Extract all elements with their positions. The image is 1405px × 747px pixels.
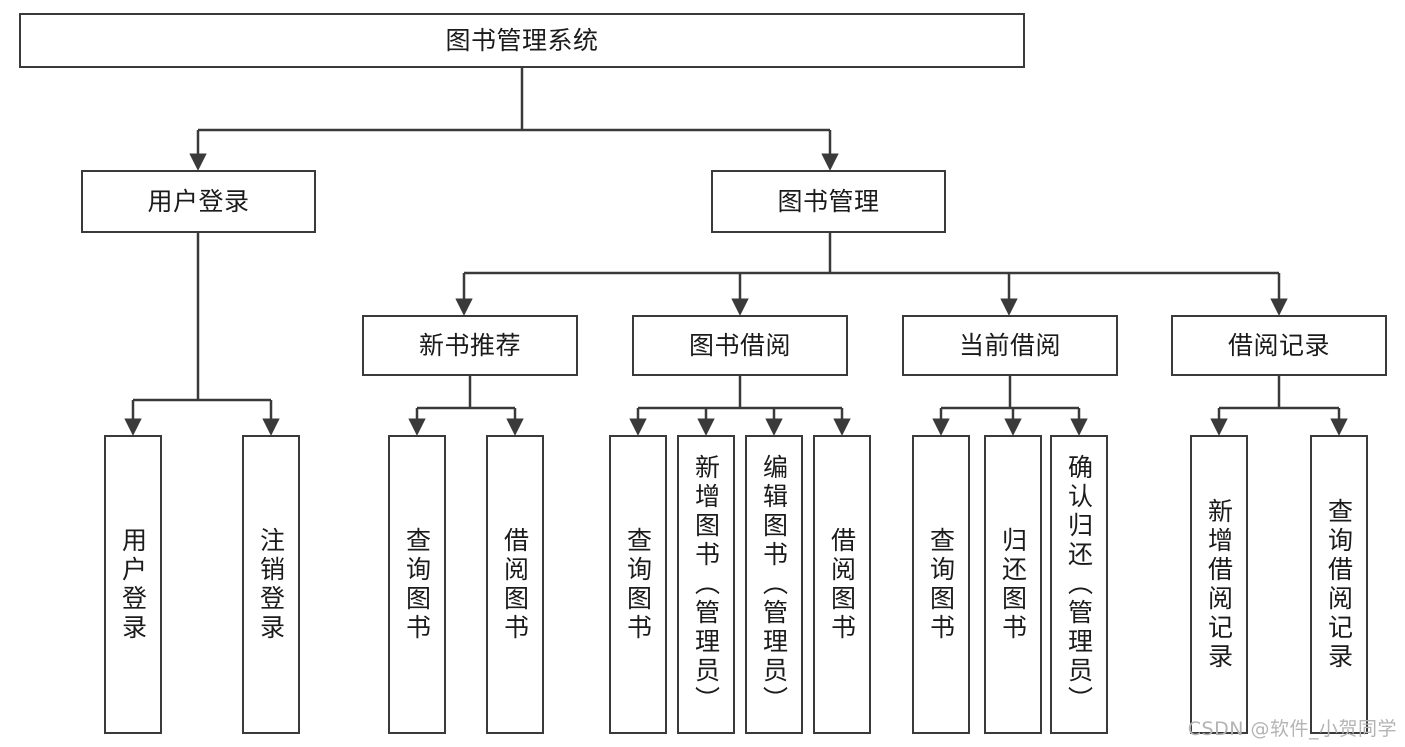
node-label: 图书管理 bbox=[777, 186, 880, 216]
node-label: 借阅图书 bbox=[827, 526, 857, 643]
leaf-confirm-return-admin[interactable]: 确认归还（管理员） bbox=[1050, 435, 1108, 734]
node-label: 新增图书（管理员） bbox=[691, 454, 721, 715]
node-label: 归还图书 bbox=[998, 526, 1028, 643]
leaf-return-book[interactable]: 归还图书 bbox=[984, 435, 1042, 734]
leaf-query-book-current[interactable]: 查询图书 bbox=[912, 435, 970, 734]
leaf-user-logout[interactable]: 注销登录 bbox=[242, 435, 300, 734]
leaf-edit-book-admin[interactable]: 编辑图书（管理员） bbox=[745, 435, 803, 734]
leaf-query-borrow-record[interactable]: 查询借阅记录 bbox=[1310, 435, 1368, 734]
node-label: 借阅记录 bbox=[1227, 330, 1330, 360]
node-label: 用户登录 bbox=[147, 186, 250, 216]
node-label: 查询图书 bbox=[926, 526, 956, 643]
node-label: 注销登录 bbox=[256, 526, 286, 643]
node-label: 新增借阅记录 bbox=[1204, 497, 1234, 672]
node-label: 图书借阅 bbox=[688, 330, 791, 360]
node-label: 用户登录 bbox=[118, 526, 148, 643]
node-root[interactable]: 图书管理系统 bbox=[19, 13, 1025, 68]
node-label: 编辑图书（管理员） bbox=[759, 454, 789, 715]
node-label: 确认归还（管理员） bbox=[1064, 454, 1094, 715]
node-label: 查询图书 bbox=[402, 526, 432, 643]
node-user-login[interactable]: 用户登录 bbox=[81, 170, 316, 233]
leaf-user-login[interactable]: 用户登录 bbox=[104, 435, 162, 734]
node-book-borrow[interactable]: 图书借阅 bbox=[632, 315, 848, 376]
node-book-manage[interactable]: 图书管理 bbox=[711, 170, 946, 233]
node-current-borrow[interactable]: 当前借阅 bbox=[902, 315, 1118, 376]
watermark-text: CSDN @软件_小贺同学 bbox=[1187, 718, 1397, 740]
leaf-borrow-book[interactable]: 借阅图书 bbox=[813, 435, 871, 734]
node-new-book-recommend[interactable]: 新书推荐 bbox=[362, 315, 578, 376]
leaf-add-borrow-record[interactable]: 新增借阅记录 bbox=[1190, 435, 1248, 734]
node-label: 当前借阅 bbox=[958, 330, 1061, 360]
leaf-add-book-admin[interactable]: 新增图书（管理员） bbox=[677, 435, 735, 734]
node-borrow-record[interactable]: 借阅记录 bbox=[1171, 315, 1387, 376]
node-label: 新书推荐 bbox=[418, 330, 521, 360]
node-label: 图书管理系统 bbox=[445, 25, 599, 55]
node-label: 查询借阅记录 bbox=[1324, 497, 1354, 672]
node-label: 借阅图书 bbox=[500, 526, 530, 643]
leaf-borrow-book-recommend[interactable]: 借阅图书 bbox=[486, 435, 544, 734]
leaf-query-book-recommend[interactable]: 查询图书 bbox=[388, 435, 446, 734]
node-label: 查询图书 bbox=[623, 526, 653, 643]
leaf-query-book-borrow[interactable]: 查询图书 bbox=[609, 435, 667, 734]
